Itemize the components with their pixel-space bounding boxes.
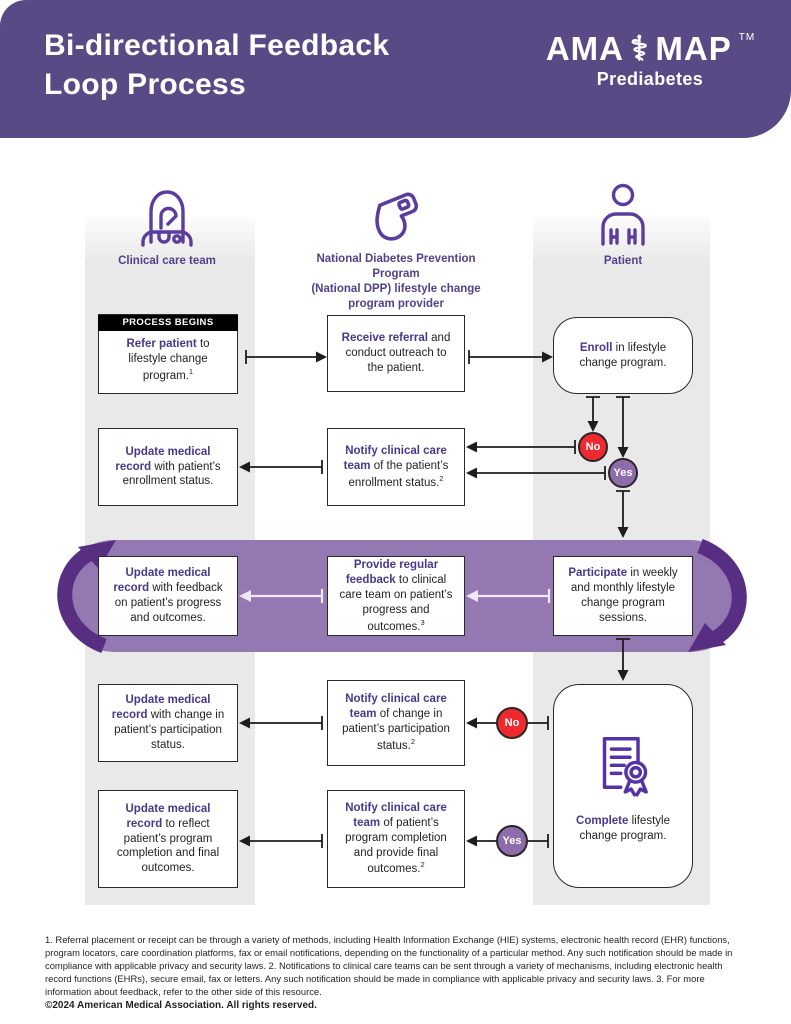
footnote-ref: 2 <box>439 473 444 483</box>
box-text: Notify clinical care team of change in p… <box>342 693 450 752</box>
caduceus-icon: ⚕ <box>629 30 650 68</box>
box-text: Notify clinical care team of the patient… <box>343 444 449 489</box>
connector-notify-part-to-update <box>250 716 323 730</box>
column-label-provider-line2: (National DPP) lifestyle change <box>311 282 481 295</box>
box-text-strong: Notify clinical care team <box>343 444 447 472</box>
box-text: Update medical record to reflect patient… <box>116 802 220 875</box>
process-begins-bar: PROCESS BEGINS <box>98 315 238 331</box>
footnote-ref: 2 <box>420 860 425 870</box>
logo-ama-text: AMA <box>545 30 624 67</box>
connector-receive-to-enroll <box>468 350 543 364</box>
box-text-strong: Participate <box>568 567 628 580</box>
column-header-patient: Patient <box>553 182 693 269</box>
box-text: Notify clinical care team of patient’s p… <box>345 801 447 876</box>
box-text-strong: Refer patient <box>126 338 197 351</box>
footnote-ref: 3 <box>420 617 425 627</box>
no-badge-enrollment: No <box>578 432 608 462</box>
ama-map-logo: AMA⚕MAP TM Prediabetes <box>535 30 765 90</box>
header-banner: Bi-directional Feedback Loop Process AMA… <box>0 0 791 138</box>
connector-refer-to-receive <box>245 350 317 364</box>
logo-subtitle: Prediabetes <box>596 69 704 89</box>
connector-notify-comp-to-update <box>250 834 323 848</box>
no-badge-participation: No <box>496 707 528 739</box>
connector-notify-enroll-to-update <box>250 460 323 474</box>
column-label-patient: Patient <box>603 255 643 267</box>
copyright-text: ©2024 American Medical Association. All … <box>45 1000 317 1011</box>
box-text-strong: Complete <box>576 815 629 827</box>
page-title-line1: Bi-directional Feedback <box>44 29 390 62</box>
footnotes-text: 1. Referral placement or receipt can be … <box>45 934 733 997</box>
box-text-strong: Update medical record <box>111 694 211 722</box>
certificate-icon <box>602 736 648 797</box>
enroll-box: Enroll in lifestyle change program. <box>553 317 693 394</box>
update-participation-box: Update medical record with change in pat… <box>98 684 238 762</box>
notify-enrollment-box: Notify clinical care team of the patient… <box>327 428 465 506</box>
column-header-provider: National Diabetes Prevention Program (Na… <box>296 186 496 312</box>
column-label-provider-line3: program provider <box>348 297 444 310</box>
box-text-strong: Receive referral <box>341 332 428 345</box>
update-completion-box: Update medical record to reflect patient… <box>98 790 238 888</box>
footnote-ref: 2 <box>410 737 416 747</box>
box-text-strong: Notify clinical care team <box>345 801 447 829</box>
whistle-icon <box>375 192 419 241</box>
yes-badge-enrollment: Yes <box>608 458 638 488</box>
column-label-provider-line1: National Diabetes Prevention Program <box>316 253 476 280</box>
box-text-strong: Notify clinical care team <box>345 693 447 721</box>
box-text: Refer patient to lifestyle change progra… <box>126 338 210 382</box>
footnote-ref: 1 <box>188 367 194 377</box>
complete-program-box: Complete lifestyle change program. <box>553 684 693 888</box>
box-text: Participate in weekly and monthly lifest… <box>568 567 678 624</box>
column-label-clinical: Clinical care team <box>118 255 216 267</box>
page-title-line2: Loop Process <box>44 68 246 101</box>
clinician-icon <box>141 190 193 247</box>
box-text: Receive referral and conduct outreach to… <box>341 332 451 374</box>
provide-feedback-box: Provide regular feedback to clinical car… <box>327 556 465 636</box>
trademark-symbol: TM <box>738 31 756 43</box>
page-title: Bi-directional Feedback Loop Process <box>44 26 389 104</box>
box-text-strong: Enroll <box>579 341 613 354</box>
receive-referral-box: Receive referral and conduct outreach to… <box>327 315 465 392</box>
person-icon <box>601 183 645 246</box>
box-text: Update medical record with feedback on p… <box>113 567 223 624</box>
participate-box: Participate in weekly and monthly lifest… <box>553 556 693 636</box>
box-text-strong: Update medical record <box>115 445 211 473</box>
box-text: Complete lifestyle change program. <box>576 815 670 842</box>
update-enrollment-box: Update medical record with patient’s enr… <box>98 428 238 506</box>
logo-map-text: MAP <box>655 30 732 67</box>
notify-completion-box: Notify clinical care team of patient’s p… <box>327 790 465 888</box>
notify-participation-box: Notify clinical care team of change in p… <box>327 680 465 766</box>
update-feedback-box: Update medical record with feedback on p… <box>98 556 238 636</box>
box-text: Update medical record with patient’s enr… <box>115 445 221 488</box>
box-text-strong: Provide regular feedback <box>345 558 439 586</box>
box-text: Provide regular feedback to clinical car… <box>339 558 453 633</box>
box-text: Enroll in lifestyle change program. <box>579 341 667 369</box>
box-text-strong: Update medical record <box>125 802 211 830</box>
box-text: Update medical record with change in pat… <box>111 694 225 751</box>
yes-badge-completion: Yes <box>496 825 528 857</box>
column-header-clinical: Clinical care team <box>97 182 237 269</box>
box-text-strong: Update medical record <box>113 567 211 595</box>
refer-patient-box: PROCESS BEGINS Refer patient to lifestyl… <box>98 314 238 394</box>
